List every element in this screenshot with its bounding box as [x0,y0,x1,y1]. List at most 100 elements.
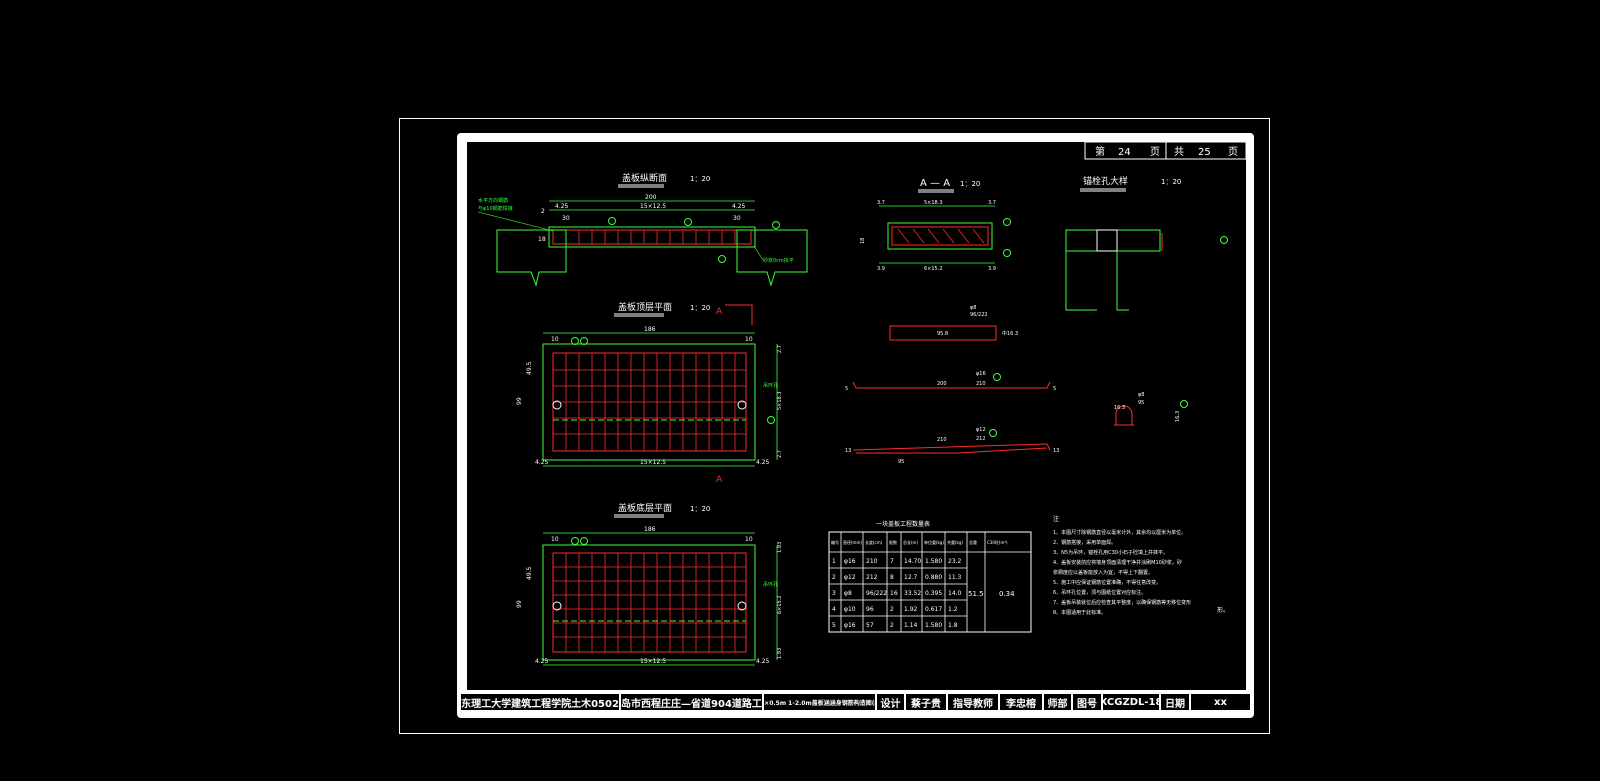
total-prefix: 共 [1174,146,1184,158]
rebar-details: φ8 96/222 95.8 中16.3 200 φ16 210 5 5 210… [845,305,1188,465]
note-line: 4、盖板安装前应将墙身顶面清理干净并涂刷M10砂浆，砂 [1053,559,1182,566]
table-cell: 1.580 [925,622,942,629]
title-design-label: 设计 [877,694,904,710]
note-line: 浆稠度应以盖板能放入为宜，不得上下翻置。 [1053,569,1153,576]
table-cell: 2 [890,622,894,629]
title-designer: 蔡子贵 [906,694,946,710]
top-dim-10b: 10 [745,336,753,343]
table-cell: 33.52 [904,590,921,597]
top-dim-width: 99 [516,397,523,405]
aa-dim-tr: 3.7 [988,200,996,206]
aa-dim-top: 5×18.3 [924,200,943,206]
bottom-plan-title: 盖板底层平面 [618,502,672,514]
rebar2-len: 212 [976,436,986,442]
table-cell: 4 [832,606,836,613]
outer-frame [399,118,1270,734]
rebar1-end-l: 5 [845,386,848,392]
note-line: 3、N5为吊环，锚栓孔用C30小石子砼填上并抹平。 [1053,549,1168,556]
top-label-hole: 吊环孔 [763,382,778,389]
total-unit: 页 [1228,146,1238,158]
section-scale: 1：20 [690,175,710,183]
table-header-cell: 共重(kg) [947,539,963,545]
table-cell: 1.2 [948,606,958,613]
table-cell: 2 [890,606,894,613]
page-header: 第 24 页 共 25 页 [1084,141,1247,160]
rebar4-right: 16.3 [1175,411,1181,422]
bottom-label-hole: 吊环孔 [763,581,778,588]
view-section: 盖板纵断面 1：20 200 4.25 15×12.5 4.25 30 30 2… [477,172,808,287]
title-advisor: 李忠榕 [1000,694,1042,710]
page-number: 24 [1118,147,1131,158]
table-total-weight: 51.5 [968,590,984,598]
rebar1-dia: φ16 [976,371,986,377]
section-note-r: 砂浆0cm找平 [763,257,794,264]
anchor-scale: 1：20 [1161,178,1181,186]
title-advisor-label: 指导教师 [948,694,998,710]
rebar3-mid: 95 [898,459,904,465]
rebar5-height: 中16.3 [1002,330,1018,337]
table-header-cell: 根数 [889,539,897,545]
table-cell: 2 [832,574,836,581]
note-line: 1、本图尺寸除钢筋直径以毫米计外，其余均以厘米为单位。 [1053,529,1186,536]
top-dim-b4a: 4.25 [535,459,549,466]
table-header-cell: 编号 [831,539,839,545]
notes-heading: 注 [1053,515,1059,523]
note-line: 2、钢筋搭接，采用单面焊。 [1053,539,1116,546]
rebar3-right: 13 [1053,448,1059,454]
table-cell: φ10 [844,606,856,613]
aa-dim-tl: 3.7 [877,200,885,206]
section-dim-total: 200 [645,194,657,201]
rebar4-len: 95 [1138,400,1144,406]
table-cell: 1 [832,558,836,565]
top-dim-r2: 5×18.3 [777,391,783,410]
table-cell: 1.8 [948,622,958,629]
aa-dim-br: 3.9 [988,266,996,272]
table-cell: φ12 [844,574,856,581]
rebar5-body: 95.8 [937,331,948,337]
table-cell: 96/222 [866,590,887,597]
drawing-area[interactable]: 第 24 页 共 25 页 盖板纵断面 1：20 200 4.25 15×12.… [467,141,1247,690]
table-cell: 8 [890,574,894,581]
table-cell: 1.92 [904,606,918,613]
bottom-dim-b4a: 4.25 [535,658,549,665]
aa-dim-bl: 3.9 [877,266,885,272]
bottom-dim-10a: 10 [551,536,559,543]
top-plan-title: 盖板顶层平面 [618,301,672,313]
table-cell: 16 [890,590,898,597]
view-aa: A — A 1：20 3.7 5×18.3 3.7 18 [860,178,1011,272]
section-dim-right: 4.25 [732,203,746,210]
table-cell: 1.580 [925,558,942,565]
rebar4-dia: φ8 [1138,392,1144,398]
title-date-label: 日期 [1161,694,1189,710]
table-cell: 0.395 [925,590,942,597]
notes: 注 1、本图尺寸除钢筋直径以毫米计外，其余均以厘米为单位。 2、钢筋搭接，采用单面… [1053,515,1229,616]
bottom-dim-total: 186 [644,526,656,533]
table-cell: 57 [866,622,874,629]
title-fig-no: XCGZDL-18 [1103,694,1159,710]
top-plan-scale: 1：20 [690,304,710,312]
section-note-l1: 水平方向钢筋 [478,197,508,204]
title-project: 青岛市西程庄庄—省道904道路工程 [621,694,762,710]
table-title: 一块盖板工程数量表 [876,520,930,528]
section-dim-left: 4.25 [555,203,569,210]
title-advisor-title: 师部 [1044,694,1071,710]
section-mark-a-bottom: A [716,475,723,485]
rebar5-dia: φ8 [970,305,976,311]
notes-lines: 1、本图尺寸除钢筋直径以毫米计外，其余均以厘米为单位。 2、钢筋搭接，采用单面焊。… [1053,529,1191,616]
rebar4-left: 16.3 [1114,405,1125,411]
section-note-l2: 与φ10钢筋焊接 [478,205,513,212]
aa-dim-h: 18 [860,238,866,244]
table-cell: 11.3 [948,574,962,581]
bottom-dim-width: 99 [516,600,523,608]
table-cell: φ16 [844,558,856,565]
top-dim-10a: 10 [551,336,559,343]
table-cell: 7 [890,558,894,565]
table-header-cell: 总重 [969,539,977,545]
table-concrete: 0.34 [999,590,1015,598]
table-cell: 14.70 [904,558,921,565]
table-header-cell: 总长(m) [903,539,918,545]
table-cell: 5 [832,622,836,629]
aa-dim-bottom: 6×15.2 [924,266,943,272]
